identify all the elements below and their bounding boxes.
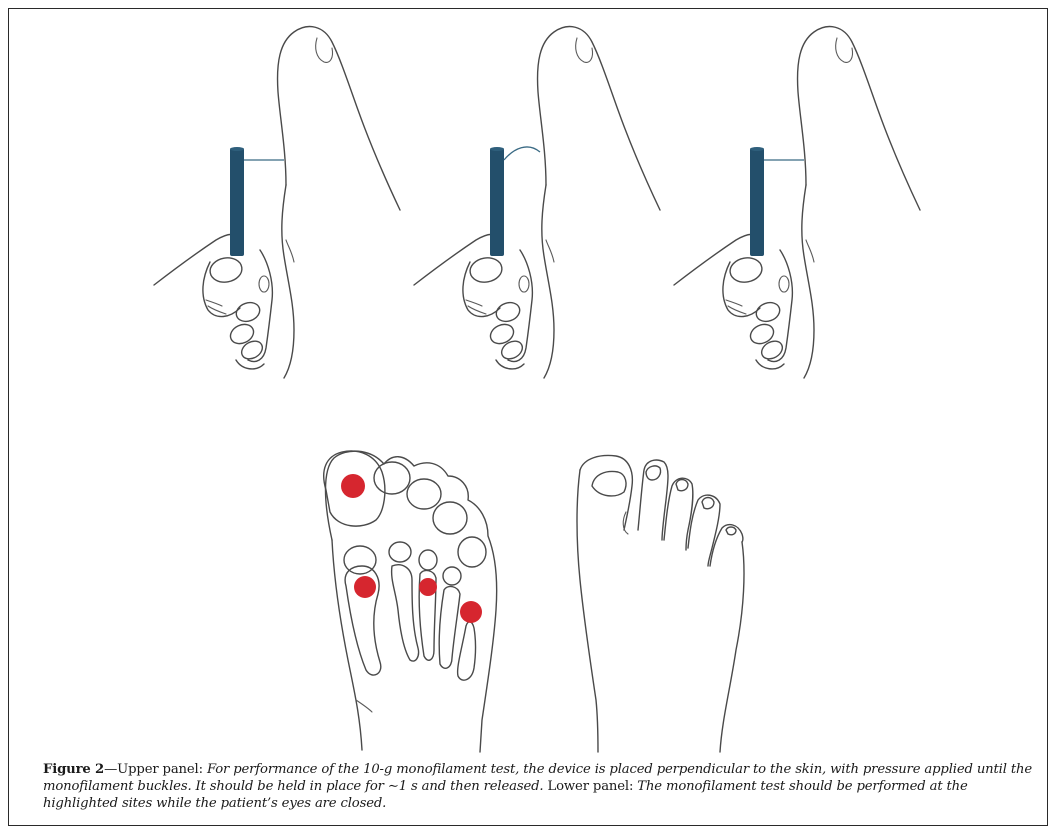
test-site-great-toe: [341, 474, 365, 498]
upper-panel: [154, 27, 920, 378]
monofilament-device: [750, 147, 764, 256]
monofilament-device: [490, 147, 504, 256]
upper-panel-heading: Upper panel:: [117, 762, 203, 777]
illustration-approach: [154, 27, 400, 378]
figure-illustration: [0, 0, 1058, 760]
test-site-fifth-metatarsal: [460, 601, 482, 623]
figure-caption: Figure 2—Upper panel: For performance of…: [43, 761, 1033, 812]
dorsal-foot-view: [577, 456, 744, 752]
monofilament-buckled: [504, 147, 540, 160]
plantar-foot-view: [324, 451, 497, 752]
illustration-released: [674, 27, 920, 378]
figure-dash: —: [104, 762, 117, 777]
illustration-buckled: [414, 27, 660, 378]
lower-panel-heading: Lower panel:: [543, 779, 633, 794]
test-site-first-metatarsal: [354, 576, 376, 598]
monofilament-device: [230, 147, 244, 256]
test-site-third-metatarsal: [419, 578, 437, 596]
figure-label: Figure 2: [43, 762, 104, 777]
